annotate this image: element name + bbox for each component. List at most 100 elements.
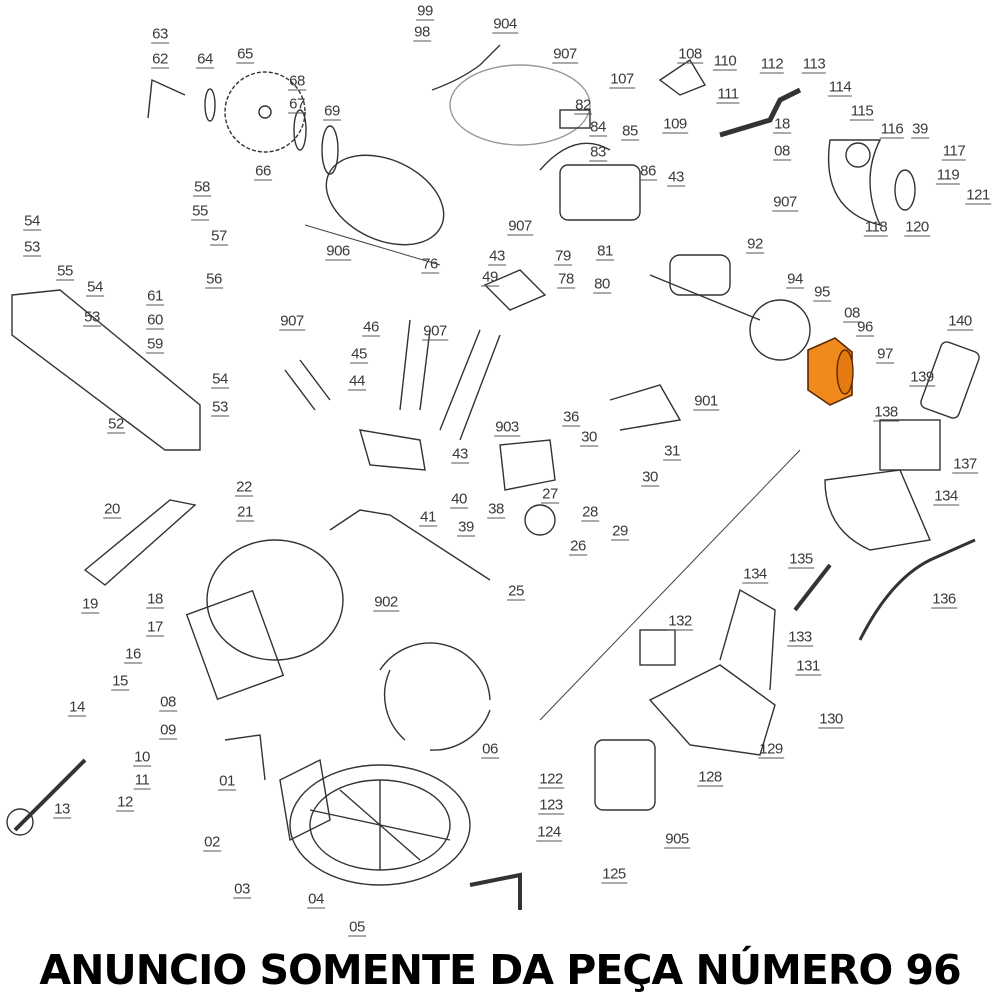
part-label-43: 43 (488, 247, 506, 266)
part-label-39: 39 (911, 120, 929, 139)
part-label-40: 40 (450, 490, 468, 509)
part-label-54: 54 (23, 212, 41, 231)
rod-3 (284, 359, 331, 411)
part-label-80: 80 (593, 275, 611, 294)
guard-hub (845, 142, 871, 168)
part-label-58: 58 (193, 178, 211, 197)
part-label-907: 907 (507, 217, 533, 236)
part-label-08: 08 (159, 693, 177, 712)
part-label-27: 27 (541, 485, 559, 504)
part-label-09: 09 (159, 721, 177, 740)
switch-box (639, 629, 676, 666)
rod-2 (439, 329, 501, 441)
lock-knob (6, 808, 34, 836)
part-label-06: 06 (481, 740, 499, 759)
part-label-02: 02 (203, 833, 221, 852)
hex-key (147, 78, 186, 119)
turntable-spokes (309, 780, 451, 870)
part-label-138: 138 (873, 403, 899, 422)
part-label-113: 113 (801, 55, 827, 74)
table-handle (469, 872, 522, 910)
part-label-117: 117 (941, 142, 967, 161)
part-label-134: 134 (933, 487, 959, 506)
part-label-139: 139 (909, 368, 935, 387)
part-label-907: 907 (279, 312, 305, 331)
part-label-902: 902 (373, 593, 399, 612)
part-label-69: 69 (323, 102, 341, 121)
power-cord (858, 538, 976, 641)
part-label-108: 108 (677, 45, 703, 64)
flange (204, 88, 216, 122)
handle-lever (431, 44, 501, 91)
blade-guard (827, 139, 882, 227)
part-96-stator (807, 337, 854, 406)
part-label-66: 66 (254, 162, 272, 181)
part-label-67: 67 (288, 95, 306, 114)
part-label-84: 84 (589, 118, 607, 137)
part-label-129: 129 (758, 740, 784, 759)
stop-bracket (224, 734, 266, 781)
part-label-118: 118 (863, 218, 889, 237)
part-label-907: 907 (422, 322, 448, 341)
part-label-05: 05 (348, 918, 366, 937)
motor-frame (594, 739, 656, 811)
part-label-121: 121 (965, 186, 991, 205)
part-label-30: 30 (641, 468, 659, 487)
part-label-21: 21 (236, 503, 254, 522)
part-label-110: 110 (712, 52, 738, 71)
part-label-140: 140 (947, 312, 973, 331)
part-label-903: 903 (494, 418, 520, 437)
part-label-16: 16 (124, 645, 142, 664)
ring (321, 125, 339, 175)
part-label-12: 12 (116, 793, 134, 812)
part-label-65: 65 (236, 45, 254, 64)
part-label-53: 53 (211, 398, 229, 417)
part-label-53: 53 (83, 308, 101, 327)
part-label-60: 60 (146, 311, 164, 330)
part-label-31: 31 (663, 442, 681, 461)
part-label-92: 92 (746, 235, 764, 254)
part-label-17: 17 (146, 618, 164, 637)
part-label-56: 56 (205, 270, 223, 289)
flange-inner (293, 109, 307, 151)
part-label-114: 114 (827, 78, 853, 97)
armature (669, 254, 731, 296)
rod (399, 319, 431, 411)
part-label-61: 61 (146, 287, 164, 306)
part-label-904: 904 (492, 15, 518, 34)
part-label-907: 907 (772, 193, 798, 212)
part-label-85: 85 (621, 122, 639, 141)
brush-holder (483, 269, 547, 311)
part-label-82: 82 (574, 96, 592, 115)
part-label-134: 134 (742, 565, 768, 584)
part-label-137: 137 (952, 455, 978, 474)
bevel-block (499, 439, 556, 491)
housing-cover (539, 142, 611, 171)
motor-housing (559, 164, 641, 221)
part-label-25: 25 (507, 582, 525, 601)
fan-baffle (749, 299, 811, 361)
part-label-115: 115 (849, 102, 875, 121)
part-label-116: 116 (879, 120, 905, 139)
part-label-78: 78 (557, 270, 575, 289)
part-label-30: 30 (580, 428, 598, 447)
bevel-gear (524, 504, 556, 536)
switch-assembly-outline (449, 64, 591, 146)
part-label-120: 120 (904, 218, 930, 237)
part-label-905: 905 (664, 830, 690, 849)
part-label-20: 20 (103, 500, 121, 519)
part-label-135: 135 (788, 550, 814, 569)
part-label-128: 128 (697, 768, 723, 787)
turntable-arm (206, 539, 344, 661)
part-label-45: 45 (350, 345, 368, 364)
extension-rail (83, 499, 197, 586)
part-label-95: 95 (813, 283, 831, 302)
part-label-28: 28 (581, 503, 599, 522)
part-label-107: 107 (609, 70, 635, 89)
handle-grip (920, 341, 980, 419)
part-label-97: 97 (876, 345, 894, 364)
part-label-99: 99 (416, 2, 434, 21)
part-label-63: 63 (151, 25, 169, 44)
